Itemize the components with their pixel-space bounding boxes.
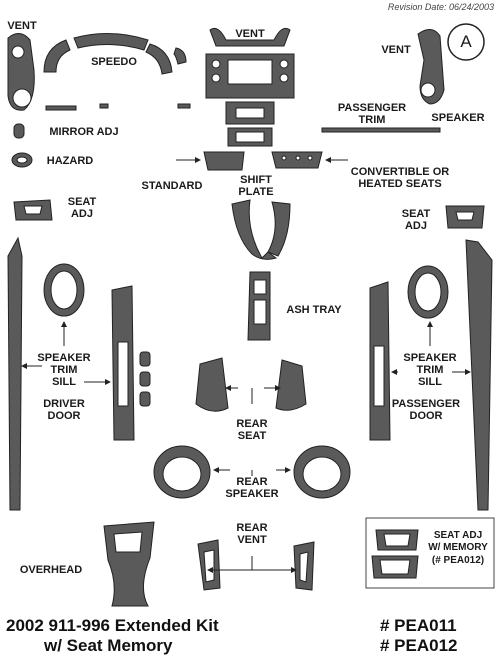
driver-switch-2	[139, 371, 151, 387]
label-driver-door-1: DRIVER	[43, 398, 85, 410]
label-standard: STANDARD	[141, 180, 203, 192]
shift-plate	[231, 199, 278, 260]
label-rear-seat-1: REAR	[236, 418, 268, 430]
speedo-strip-2	[99, 103, 109, 109]
speedo-piece-3	[145, 43, 173, 75]
label-vent-right: VENT	[381, 44, 411, 56]
part-number-1: # PEA011	[380, 616, 457, 635]
label-driver-door-2: DOOR	[47, 410, 81, 422]
label-seat-memory-1: SEAT ADJ	[433, 530, 483, 541]
part-number-2: # PEA012	[380, 636, 458, 655]
label-seat-adj-right-2: ADJ	[404, 220, 427, 232]
label-rear-speaker-2: SPEAKER	[225, 488, 279, 500]
label-seat-memory-3: (# PEA012)	[431, 555, 485, 566]
label-seat-memory-2: W/ MEMORY	[428, 542, 488, 553]
badge-letter: A	[460, 32, 472, 51]
revision-date: Revision Date: 06/24/2003	[387, 2, 494, 12]
driver-switch-3	[139, 391, 151, 407]
speedo-piece-1	[43, 39, 71, 73]
kit-title-line-1: 2002 911-996 Extended Kit	[6, 616, 219, 635]
label-speedo: SPEEDO	[91, 56, 137, 68]
label-rear-speaker-1: REAR	[236, 476, 268, 488]
driver-sill	[7, 236, 23, 511]
rear-seat-left	[195, 357, 229, 412]
label-ash-tray: ASH TRAY	[286, 304, 342, 316]
label-shift-1: SHIFT	[240, 174, 272, 186]
label-passenger-trim-1: PASSENGER	[337, 102, 407, 114]
label-rear-vent-2: VENT	[237, 534, 267, 546]
label-seat-adj-left-1: SEAT	[67, 196, 97, 208]
label-speaker-trim-sill-left-2: TRIM	[50, 364, 78, 376]
standard-piece	[203, 151, 245, 171]
rear-seat-right	[275, 359, 307, 411]
speedo-strip-3	[177, 103, 191, 109]
label-convertible-1: CONVERTIBLE OR	[350, 166, 450, 178]
label-passenger-door-1: PASSENGER	[391, 398, 461, 410]
badge-circle	[447, 23, 485, 61]
label-rear-seat-2: SEAT	[237, 430, 267, 442]
label-passenger-trim-2: TRIM	[358, 114, 386, 126]
kit-title-line-2: w/ Seat Memory	[44, 636, 173, 655]
label-shift-2: PLATE	[238, 186, 274, 198]
label-seat-adj-left-2: ADJ	[70, 208, 93, 220]
label-hazard: HAZARD	[46, 155, 94, 167]
passenger-sill	[465, 239, 493, 511]
label-speaker-trim-sill-right-2: TRIM	[416, 364, 444, 376]
label-passenger-door-2: DOOR	[409, 410, 443, 422]
label-speaker-trim-sill-left-1: SPEAKER	[37, 352, 91, 364]
label-mirror-adj: MIRROR ADJ	[49, 126, 119, 138]
label-vent-left: VENT	[7, 20, 37, 32]
label-rear-vent-1: REAR	[236, 522, 268, 534]
label-speaker-trim-sill-left-3: SILL	[52, 376, 76, 388]
speedo-piece-4	[173, 47, 187, 65]
shift-plate-right	[267, 201, 291, 257]
label-overhead: OVERHEAD	[19, 564, 83, 576]
speedo-piece-2	[73, 32, 149, 51]
label-speaker-trim-sill-right-3: SILL	[418, 376, 442, 388]
seat-memory-box	[365, 517, 495, 589]
label-convertible-2: HEATED SEATS	[358, 178, 442, 190]
label-vent-center: VENT	[235, 28, 265, 40]
driver-switch-1	[139, 351, 151, 367]
label-speaker-top: SPEAKER	[431, 112, 485, 124]
label-seat-adj-right-1: SEAT	[401, 208, 431, 220]
mirror-adj-piece	[13, 123, 25, 139]
label-speaker-trim-sill-right-1: SPEAKER	[403, 352, 457, 364]
vent-center-piece	[209, 27, 291, 47]
passenger-trim	[321, 127, 441, 133]
speedo-strip-1	[45, 105, 77, 111]
